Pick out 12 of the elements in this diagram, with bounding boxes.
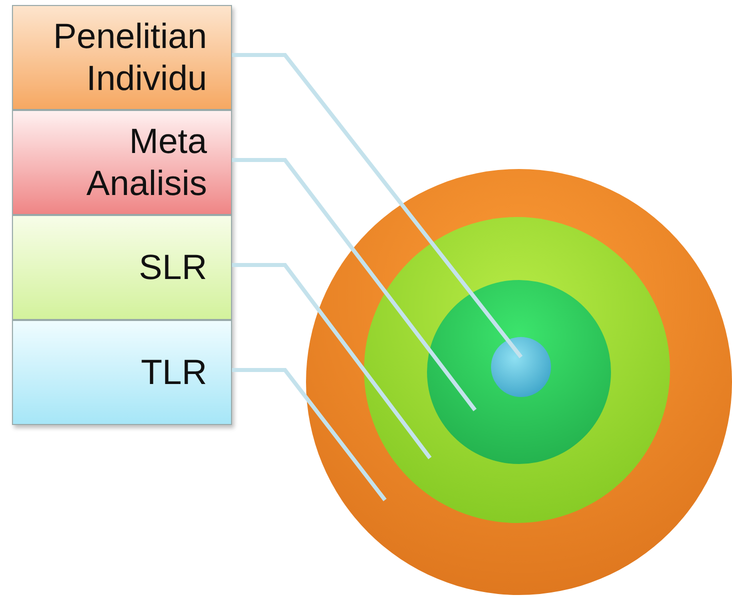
label-box (12, 215, 232, 320)
label-box (12, 110, 232, 215)
box-label: Penelitian Individu (52, 16, 207, 100)
label-box (12, 5, 232, 110)
box-label: Meta Analisis (85, 120, 207, 204)
leader-line (232, 368, 387, 502)
leader-line (232, 158, 477, 412)
leader-line (232, 53, 523, 358)
label-box (12, 320, 232, 425)
box-label: SLR (138, 246, 207, 288)
leader-line (232, 263, 432, 460)
box-label: TLR (140, 352, 207, 394)
